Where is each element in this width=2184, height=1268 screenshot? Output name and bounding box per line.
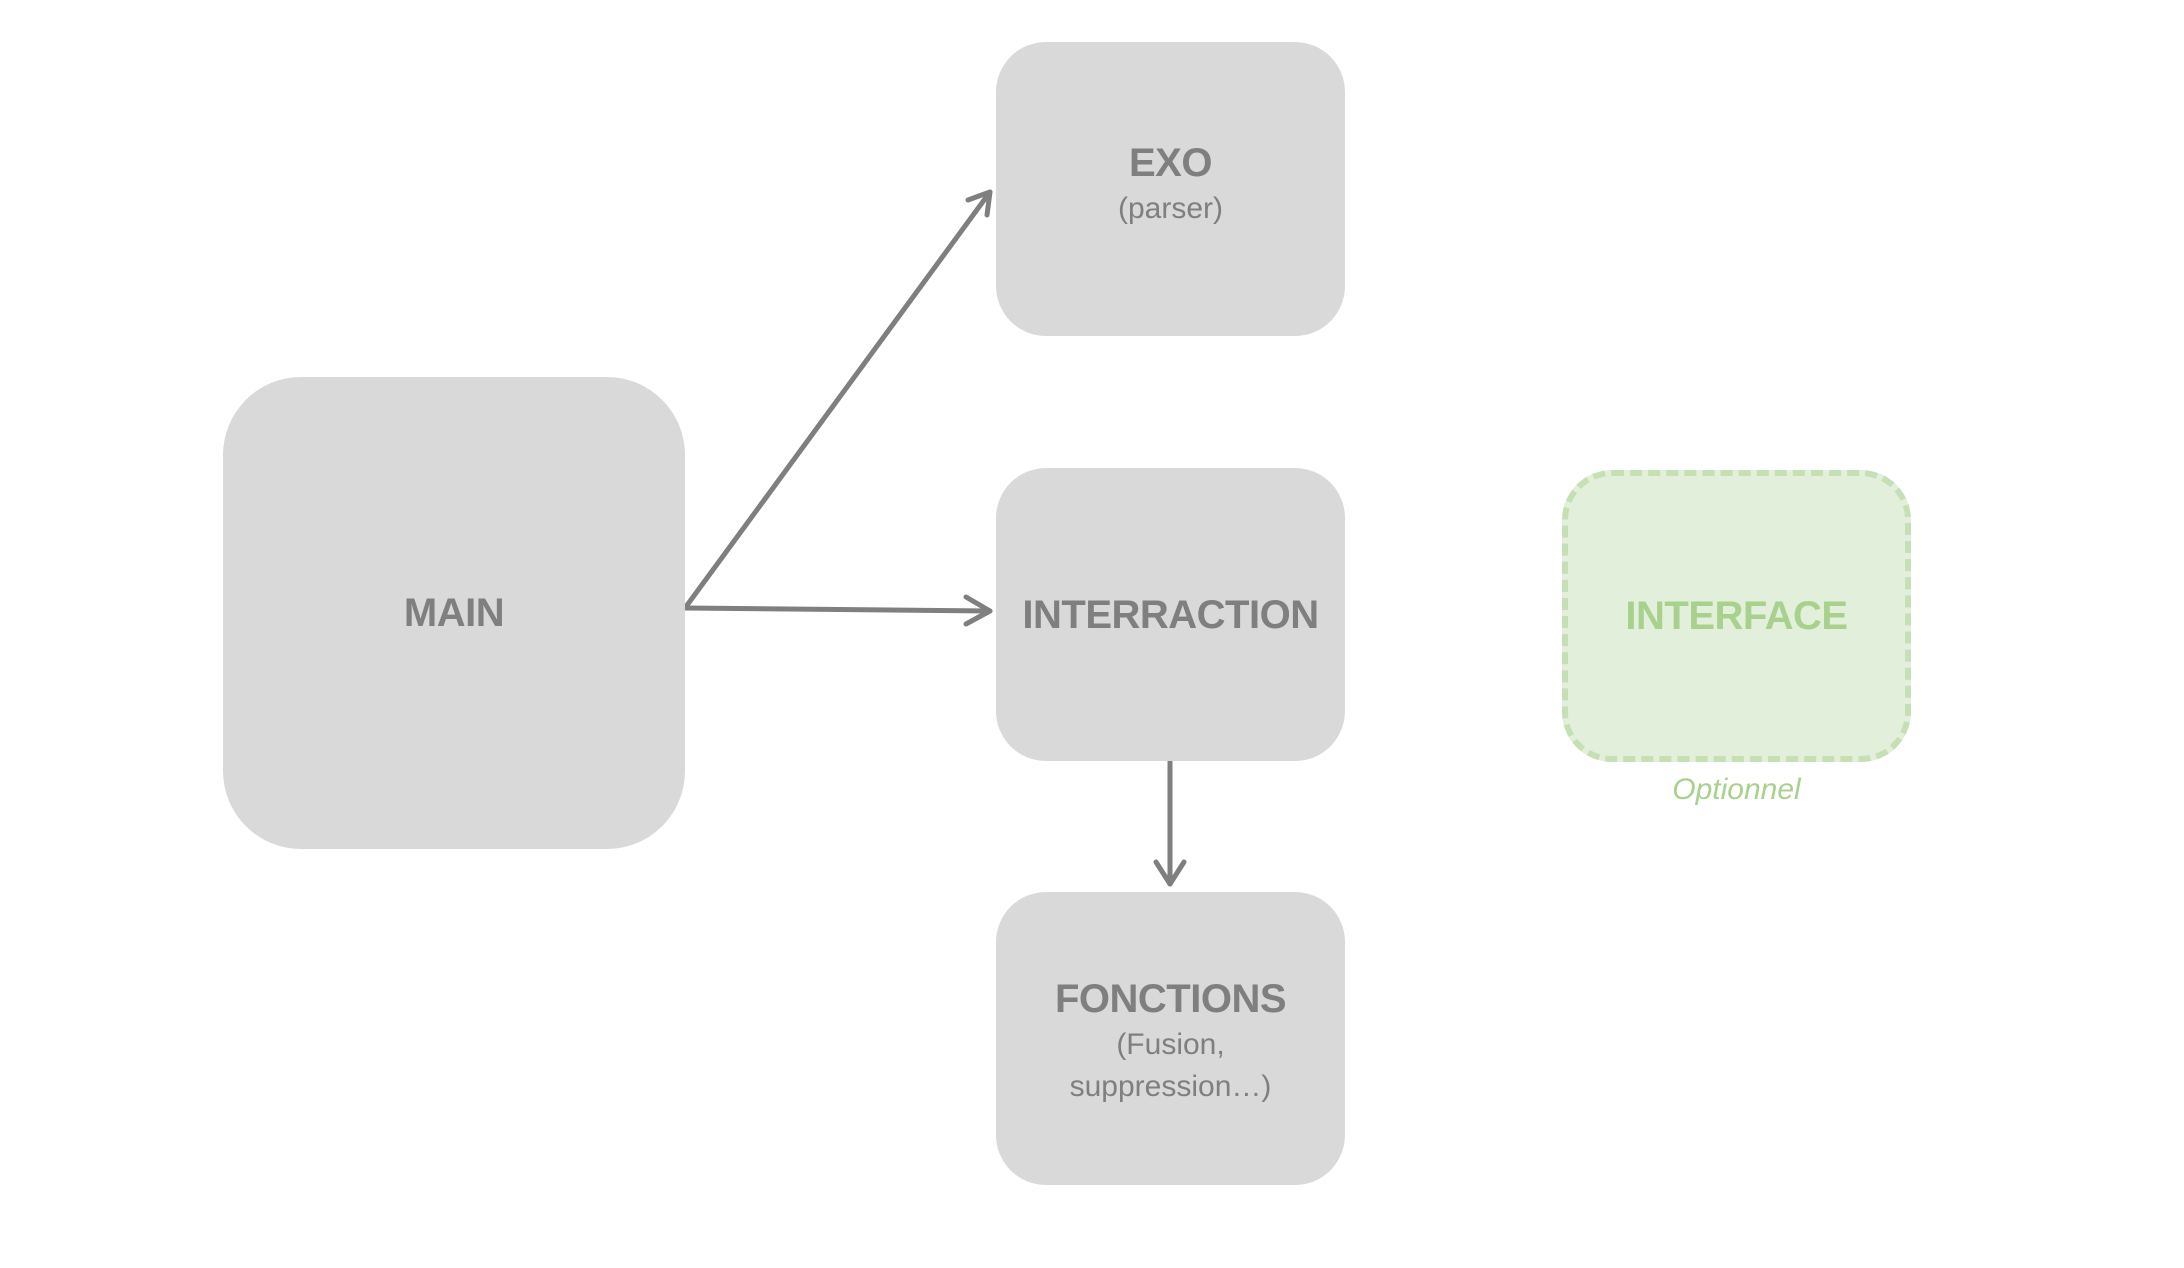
- node-exo-subtitle: (parser): [1117, 192, 1223, 225]
- arrow-main-to-interraction: [682, 594, 993, 627]
- node-fonctions-subtitle-line2: suppression…): [1069, 1070, 1272, 1103]
- node-fonctions-title: FONCTIONS: [1054, 977, 1287, 1021]
- node-interraction-title: INTERRACTION: [1022, 592, 1319, 637]
- node-interraction: INTERRACTION: [996, 468, 1345, 761]
- node-main-title: MAIN: [403, 591, 505, 635]
- node-exo: EXO (parser): [996, 42, 1345, 336]
- node-fonctions-subtitle-line1: (Fusion,: [1116, 1028, 1225, 1061]
- node-exo-title: EXO: [1129, 141, 1212, 185]
- optional-note: Optionnel: [1672, 773, 1801, 806]
- arrow-main-to-exo: [682, 189, 993, 611]
- node-interface-title: INTERFACE: [1625, 594, 1848, 638]
- node-main: MAIN: [223, 377, 685, 849]
- node-fonctions: FONCTIONS (Fusion, suppression…): [996, 892, 1345, 1185]
- node-interface-optional: INTERFACE: [1562, 470, 1911, 762]
- arrow-interraction-to-fonctions: [1153, 758, 1187, 887]
